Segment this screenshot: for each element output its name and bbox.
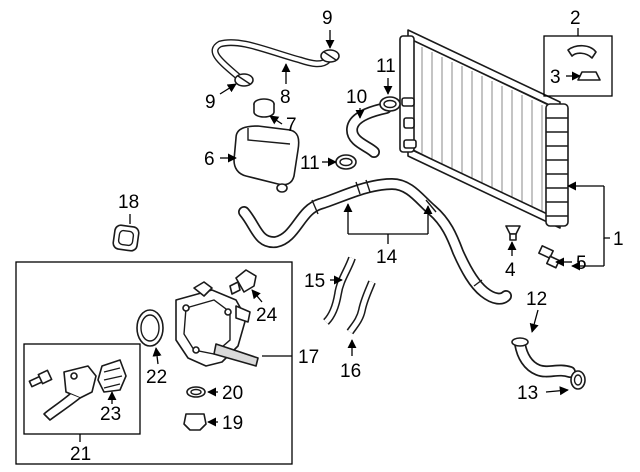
hose-12[interactable] [511, 337, 576, 378]
bolt-21[interactable] [28, 369, 53, 388]
clamp-11-lower[interactable] [335, 154, 357, 170]
clamp-13[interactable] [570, 370, 586, 390]
o-ring-22[interactable] [136, 309, 164, 347]
callout-9-upper: 9 [322, 8, 333, 29]
callout-3: 3 [550, 67, 561, 88]
bushing-3[interactable] [577, 71, 601, 81]
callout-labels: 1 2 3 4 5 6 7 8 9 9 10 11 11 12 13 14 15… [70, 8, 624, 465]
callout-4: 4 [505, 260, 516, 281]
drain-plug-4[interactable] [505, 225, 521, 241]
callout-22: 22 [146, 367, 167, 388]
hose-15[interactable] [323, 256, 356, 325]
callout-13: 13 [517, 383, 538, 404]
clamp-11-upper[interactable] [379, 96, 401, 112]
callout-19: 19 [222, 413, 243, 434]
radiator[interactable] [399, 29, 569, 229]
callout-12: 12 [526, 289, 547, 310]
overflow-hose-8[interactable] [211, 39, 331, 83]
thermostat-assembly-box-17 [15, 261, 293, 465]
leader-lines [79, 28, 610, 442]
bushing-2[interactable] [567, 44, 597, 59]
callout-2: 2 [570, 8, 581, 29]
callout-14: 14 [376, 247, 398, 268]
thermostat-kit-box-21 [23, 343, 141, 435]
temperature-sensor-24[interactable] [229, 269, 257, 295]
radiator-core-fins [421, 47, 543, 212]
gasket-20[interactable] [186, 386, 206, 398]
thermostat-23[interactable] [97, 359, 127, 393]
callout-16: 16 [340, 361, 361, 382]
callout-15: 15 [304, 271, 325, 292]
thermostat-housing-17[interactable] [175, 281, 259, 367]
water-outlet-21[interactable] [43, 365, 97, 421]
callout-1: 1 [613, 229, 624, 250]
radiator-tank-ribs [546, 117, 568, 217]
hose-10[interactable] [346, 102, 392, 158]
callout-20: 20 [222, 383, 243, 404]
mounting-bolt-5[interactable] [538, 245, 561, 269]
callout-18: 18 [118, 192, 139, 213]
callout-10: 10 [346, 87, 367, 108]
callout-11-lower: 11 [300, 153, 320, 174]
clamp-9-left[interactable] [234, 73, 254, 87]
callout-11-upper: 11 [376, 56, 396, 77]
callout-9-left: 9 [205, 92, 216, 113]
callout-21: 21 [70, 444, 91, 465]
plug-19[interactable] [183, 413, 207, 431]
callout-7: 7 [286, 115, 297, 136]
callout-6: 6 [204, 149, 215, 170]
heater-hose-14[interactable] [238, 178, 512, 305]
gasket-18[interactable] [112, 224, 140, 252]
callout-24: 24 [256, 305, 278, 326]
callout-5: 5 [576, 253, 587, 274]
clamp-9-upper[interactable] [320, 49, 340, 63]
coolant-reservoir-6[interactable] [233, 125, 300, 193]
callout-8: 8 [280, 87, 291, 108]
reservoir-cap-7[interactable] [253, 98, 275, 118]
callout-17: 17 [298, 347, 319, 368]
callout-23: 23 [100, 404, 121, 425]
hose-16[interactable] [346, 280, 376, 335]
